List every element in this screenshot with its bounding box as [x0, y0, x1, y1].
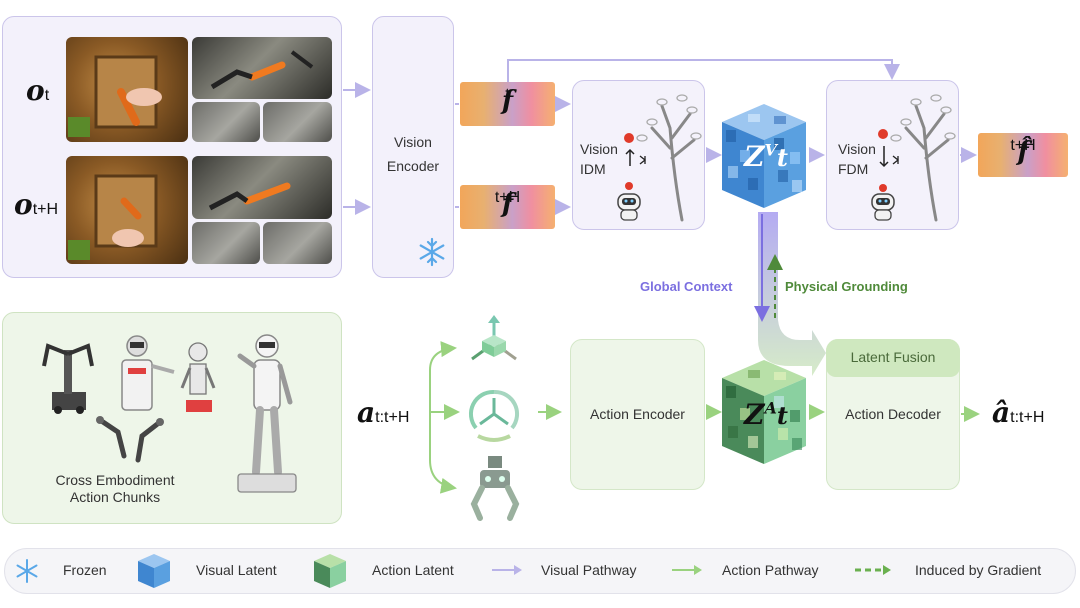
humanoid-mobile-robot-icon [121, 335, 175, 411]
action-output-sub: t:t+H [1010, 409, 1045, 426]
legend-visual-latent: Visual Latent [196, 562, 277, 578]
feature-future-symbol: f [501, 189, 514, 219]
fdm-line1: Vision [838, 141, 876, 157]
obs-current-robot-photo-left [192, 102, 260, 142]
vision-encoder-line1: Vision [394, 134, 432, 150]
legend-action-latent-icon [314, 554, 346, 588]
action-input-label: at:t+H [357, 396, 409, 429]
dual-arm-robot-icon [180, 342, 216, 412]
legend-frozen: Frozen [63, 562, 107, 578]
legend [4, 548, 1076, 594]
feature-map-predicted: f̂t+H [978, 133, 1068, 177]
obs-future-symbol: o [14, 188, 33, 221]
feature-pred-sub: t+H [1010, 137, 1036, 154]
action-latent-symbol: ZAt [744, 398, 788, 431]
obs-future-sub: t+H [32, 201, 59, 218]
robots-caption-line2: Action Chunks [69, 489, 161, 505]
arrow-ft-skip-to-fdm [507, 59, 900, 82]
robots-caption-line1: Cross Embodiment [55, 472, 175, 488]
vision-encoder-line2: Encoder [386, 158, 440, 174]
obs-current-sub: t [44, 87, 50, 104]
arrow-action-split-top [429, 341, 457, 412]
feature-current-sub: t [505, 86, 510, 103]
global-context-flow [758, 212, 826, 376]
legend-induced-arrow [855, 565, 891, 575]
action-decoder-label: Action Decoder [845, 406, 941, 422]
humanoid-robot-icon [237, 334, 297, 493]
obs-current-robot-photo-right [263, 102, 332, 142]
vision-encoder-block [372, 16, 454, 278]
visual-latent-cube [722, 104, 806, 208]
legend-action-pathway: Action Pathway [722, 562, 819, 578]
vision-encoder-label: Vision Encoder [372, 130, 454, 178]
action-input-symbol: a [357, 396, 376, 429]
robot-arm-platform-icon [42, 343, 94, 414]
obs-current-symbol: o [26, 74, 45, 107]
rotation-icon [468, 389, 520, 442]
obs-future-robot-photo-right [263, 222, 332, 264]
physical-grounding-label: Physical Grounding [785, 279, 908, 294]
obs-future-robot-photo-left [192, 222, 260, 264]
action-output-label: ât:t+H [992, 396, 1044, 429]
snowflake-icon [419, 237, 445, 267]
axis-cube-icon [471, 315, 517, 361]
legend-action-latent: Action Latent [372, 562, 454, 578]
obs-future-label: ot+H [14, 188, 58, 221]
obs-future-cutting-photo [66, 156, 188, 264]
tree-robot-forward-icon [871, 94, 956, 222]
obs-future-robot-photo-main [192, 156, 332, 219]
legend-action-pathway-arrow [672, 565, 702, 575]
robots-caption: Cross Embodiment Action Chunks [40, 472, 190, 506]
vision-idm-label: Vision IDM [580, 139, 618, 179]
arrow-action-split-bot [429, 412, 457, 494]
gripper-icon [470, 456, 520, 521]
legend-induced: Induced by Gradient [915, 562, 1042, 578]
legend-visual-pathway-arrow [492, 565, 522, 575]
legend-snowflake-icon [16, 559, 38, 583]
idm-line2: IDM [580, 161, 606, 177]
latent-fusion-tag [826, 339, 960, 377]
feature-pred-symbol: f̂ [1017, 137, 1029, 167]
action-encoder-label: Action Encoder [590, 406, 685, 422]
action-latent-cube [722, 360, 806, 464]
visual-latent-symbol: ZVt [744, 140, 788, 173]
vision-fdm-label: Vision FDM [838, 139, 876, 179]
global-context-label: Global Context [640, 279, 733, 294]
action-output-symbol: â [992, 396, 1011, 429]
legend-visual-latent-icon [138, 554, 170, 588]
feature-future-sub: t+H [494, 189, 521, 206]
idm-line1: Vision [580, 141, 618, 157]
bimanual-arms-icon [96, 416, 164, 463]
obs-current-label: ot [26, 74, 49, 107]
latent-fusion-label: Latent Fusion [850, 349, 936, 365]
fdm-line2: FDM [838, 161, 869, 177]
feature-current-symbol: f [501, 86, 514, 116]
legend-visual-pathway: Visual Pathway [541, 562, 637, 578]
obs-current-robot-photo-main [192, 37, 332, 99]
action-input-sub: t:t+H [375, 409, 410, 426]
obs-current-cutting-photo [66, 37, 188, 142]
tree-robot-icon [617, 94, 702, 222]
action-encoder-block [570, 339, 705, 490]
